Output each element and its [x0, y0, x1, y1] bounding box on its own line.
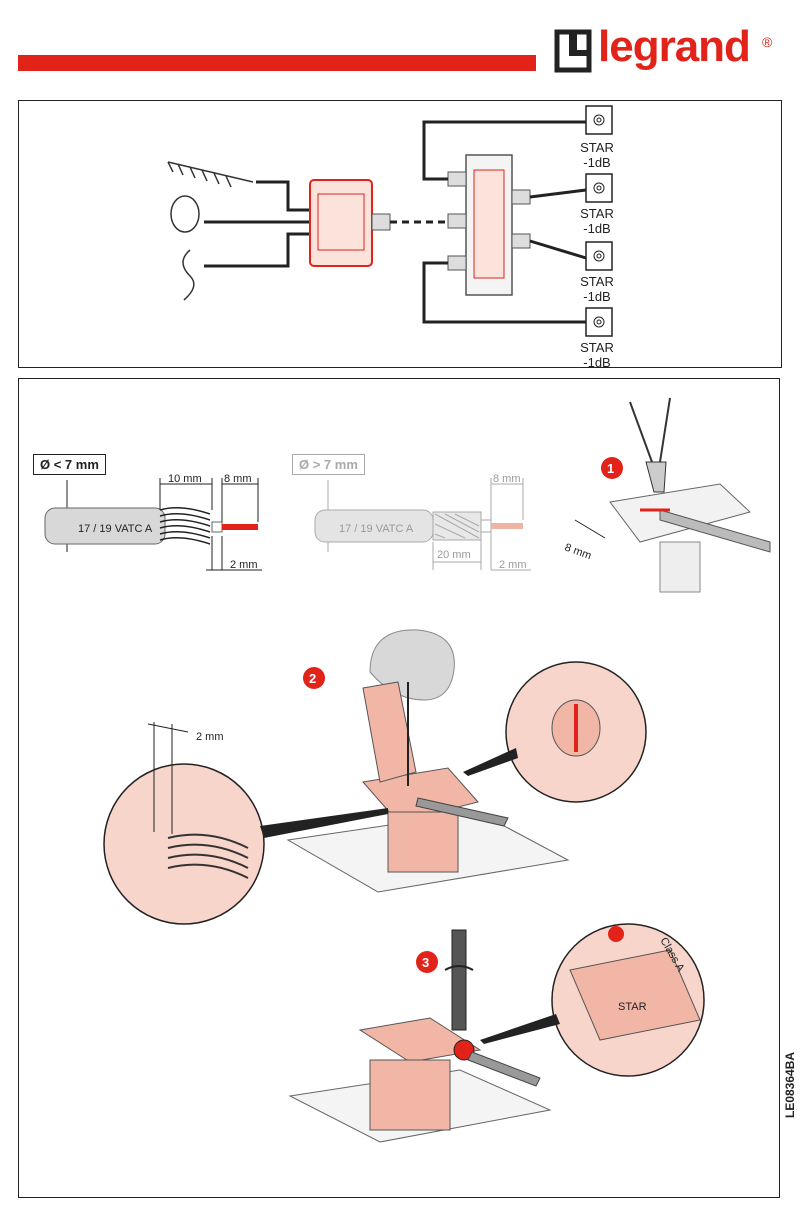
cable-input-icon — [182, 249, 195, 301]
first-distributor-icon — [309, 179, 373, 267]
step2-number: 2 — [309, 671, 316, 686]
step3-star-label: STAR — [618, 1001, 647, 1013]
output-2-label: STAR-1dB — [580, 206, 614, 236]
large-cable-type-label: 17 / 19 VATC A — [339, 523, 414, 535]
brand-logo-text: legrand — [598, 22, 751, 71]
step1-number: 1 — [607, 461, 614, 476]
step3-illustration: 3 STAR Class A — [288, 923, 705, 1143]
satellite-dish-icon — [170, 195, 200, 233]
braid-length-label: 10 mm — [168, 473, 202, 485]
large-braid-length-label: 20 mm — [437, 549, 471, 561]
output-1-label: STAR-1dB — [580, 140, 614, 170]
step3-number: 3 — [422, 955, 429, 970]
large-core-length-label: 8 mm — [493, 473, 521, 485]
insulation-length-label: 2 mm — [230, 559, 258, 571]
legrand-logo-mark — [554, 29, 592, 73]
distribution-diagram-panel — [18, 100, 782, 368]
large-insulation-length-label: 2 mm — [499, 559, 527, 571]
registered-mark: ® — [762, 34, 773, 50]
cable-type-label: 17 / 19 VATC A — [78, 523, 153, 535]
step1-dimension: 8 mm — [563, 542, 593, 563]
cable-small-drawing: 10 mm 8 mm 2 mm 17 / 19 VATC A — [44, 473, 262, 571]
output-3-label: STAR-1dB — [580, 274, 614, 304]
header-red-bar — [18, 55, 536, 71]
installation-steps-panel — [18, 378, 780, 1198]
step2-illustration: 2 2 mm — [103, 629, 647, 925]
terrestrial-antenna-icon — [167, 161, 254, 188]
distribution-diagram — [167, 105, 613, 337]
diameter-small-box: Ø < 7 mm — [33, 454, 106, 475]
socket-icon — [585, 105, 613, 337]
document-code: LE08364BA — [783, 1051, 797, 1118]
core-length-label: 8 mm — [224, 473, 252, 485]
step2-dimension: 2 mm — [196, 731, 224, 743]
output-4-label: STAR-1dB — [580, 340, 614, 370]
cable-large-drawing: 8 mm 20 mm 2 mm 17 / 19 VATC A — [314, 473, 531, 571]
diameter-large-box: Ø > 7 mm — [292, 454, 365, 475]
step1-illustration: 1 8 mm — [563, 397, 771, 593]
